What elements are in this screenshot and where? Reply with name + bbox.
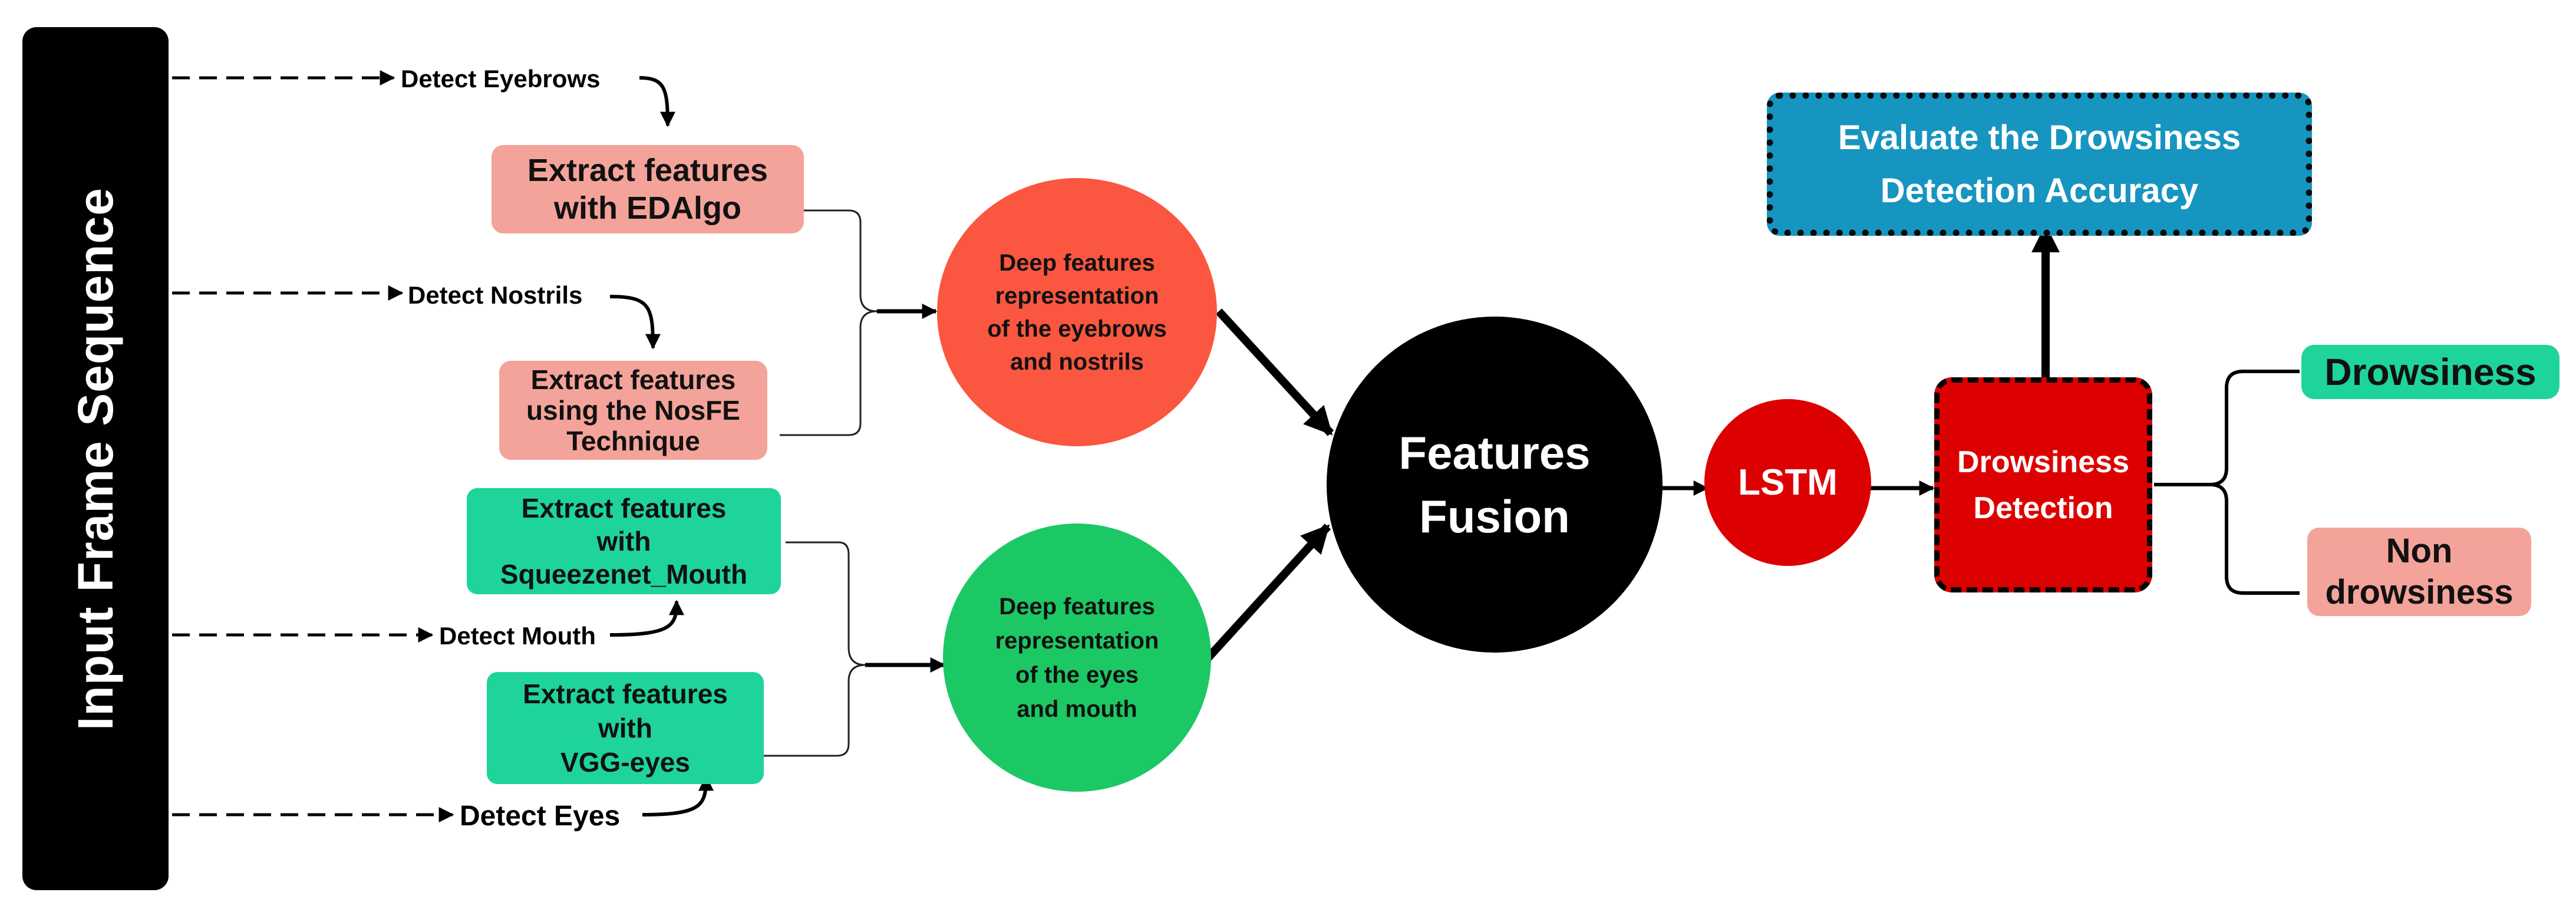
evaluate-accuracy-box: Evaluate the Drowsiness Detection Accura…: [1767, 93, 2312, 236]
deep-brows-line1: Deep features: [999, 249, 1155, 276]
output-brace: [2154, 370, 2300, 595]
output-non-line2: drowsiness: [2325, 573, 2514, 611]
hook-mouth-to-squeeze: [609, 600, 684, 637]
hook-eyebrows-to-edalgo: [639, 76, 675, 127]
deep-eyes-line1: Deep features: [999, 593, 1155, 620]
extract-nosfe-line1: Extract features: [530, 364, 736, 395]
extract-edalgo-line1: Extract features: [527, 153, 768, 188]
output-non-line1: Non: [2386, 532, 2453, 570]
evaluate-line2: Detection Accuracy: [1880, 171, 2199, 210]
arrow-deep-red-to-fusion: [1215, 308, 1334, 436]
deep-brows-line4: and nostrils: [1010, 348, 1144, 375]
evaluate-line1: Evaluate the Drowsiness: [1838, 118, 2241, 157]
hook-nostrils-to-nosfe: [609, 295, 661, 350]
drowsiness-detection-box: Drowsiness Detection: [1934, 377, 2152, 592]
extract-edalgo-box: Extract features with EDAlgo: [492, 145, 804, 233]
detection-line2: Detection: [1973, 490, 2113, 525]
extract-squeezenet-line3: Squeezenet_Mouth: [500, 559, 748, 590]
deep-eyes-line4: and mouth: [1017, 696, 1137, 722]
lstm-circle: LSTM: [1704, 399, 1871, 566]
features-fusion-circle: Features Fusion: [1327, 317, 1663, 653]
extract-nosfe-box: Extract features using the NosFE Techniq…: [499, 361, 767, 460]
extract-vgg-line2: with: [598, 713, 652, 743]
extract-vgg-line3: VGG-eyes: [560, 747, 690, 778]
output-non-drowsiness: Non drowsiness: [2307, 528, 2531, 616]
detect-eyes-label: Detect Eyes: [460, 801, 621, 832]
fusion-line2: Fusion: [1419, 490, 1570, 542]
hook-eyes-to-vgg: [642, 775, 714, 816]
brace-upper: [780, 209, 878, 436]
input-frame-sequence: Input Frame Sequence: [22, 27, 169, 890]
deep-features-eyebrows-nostrils: Deep features representation of the eyeb…: [937, 178, 1217, 446]
extract-nosfe-line2: using the NosFE: [526, 395, 740, 426]
deep-brows-line2: representation: [995, 282, 1159, 309]
extract-vgg-box: Extract features with VGG-eyes: [487, 672, 764, 784]
input-frame-sequence-label: Input Frame Sequence: [67, 187, 123, 730]
extract-squeezenet-line2: with: [596, 526, 651, 557]
deep-eyes-line3: of the eyes: [1015, 661, 1139, 688]
output-drowsiness: Drowsiness: [2301, 345, 2559, 399]
detect-mouth-label: Detect Mouth: [439, 622, 596, 650]
deep-brows-line3: of the eyebrows: [987, 315, 1167, 342]
arrow-deep-green-to-fusion: [1203, 523, 1331, 662]
extract-edalgo-line2: with EDAlgo: [554, 190, 741, 226]
detect-eyebrows-label: Detect Eyebrows: [401, 65, 601, 93]
detect-nostrils-label: Detect Nostrils: [408, 281, 583, 309]
extract-squeezenet-box: Extract features with Squeezenet_Mouth: [467, 488, 781, 594]
output-drowsiness-label: Drowsiness: [2324, 351, 2537, 393]
extract-nosfe-line3: Technique: [566, 426, 700, 456]
lstm-label: LSTM: [1738, 462, 1838, 503]
extract-squeezenet-line1: Extract features: [521, 493, 727, 523]
extract-vgg-line1: Extract features: [523, 679, 728, 709]
detection-line1: Drowsiness: [1957, 444, 2129, 479]
deep-eyes-line2: representation: [995, 627, 1159, 654]
deep-features-eyes-mouth: Deep features representation of the eyes…: [943, 523, 1211, 792]
fusion-line1: Features: [1399, 427, 1591, 479]
